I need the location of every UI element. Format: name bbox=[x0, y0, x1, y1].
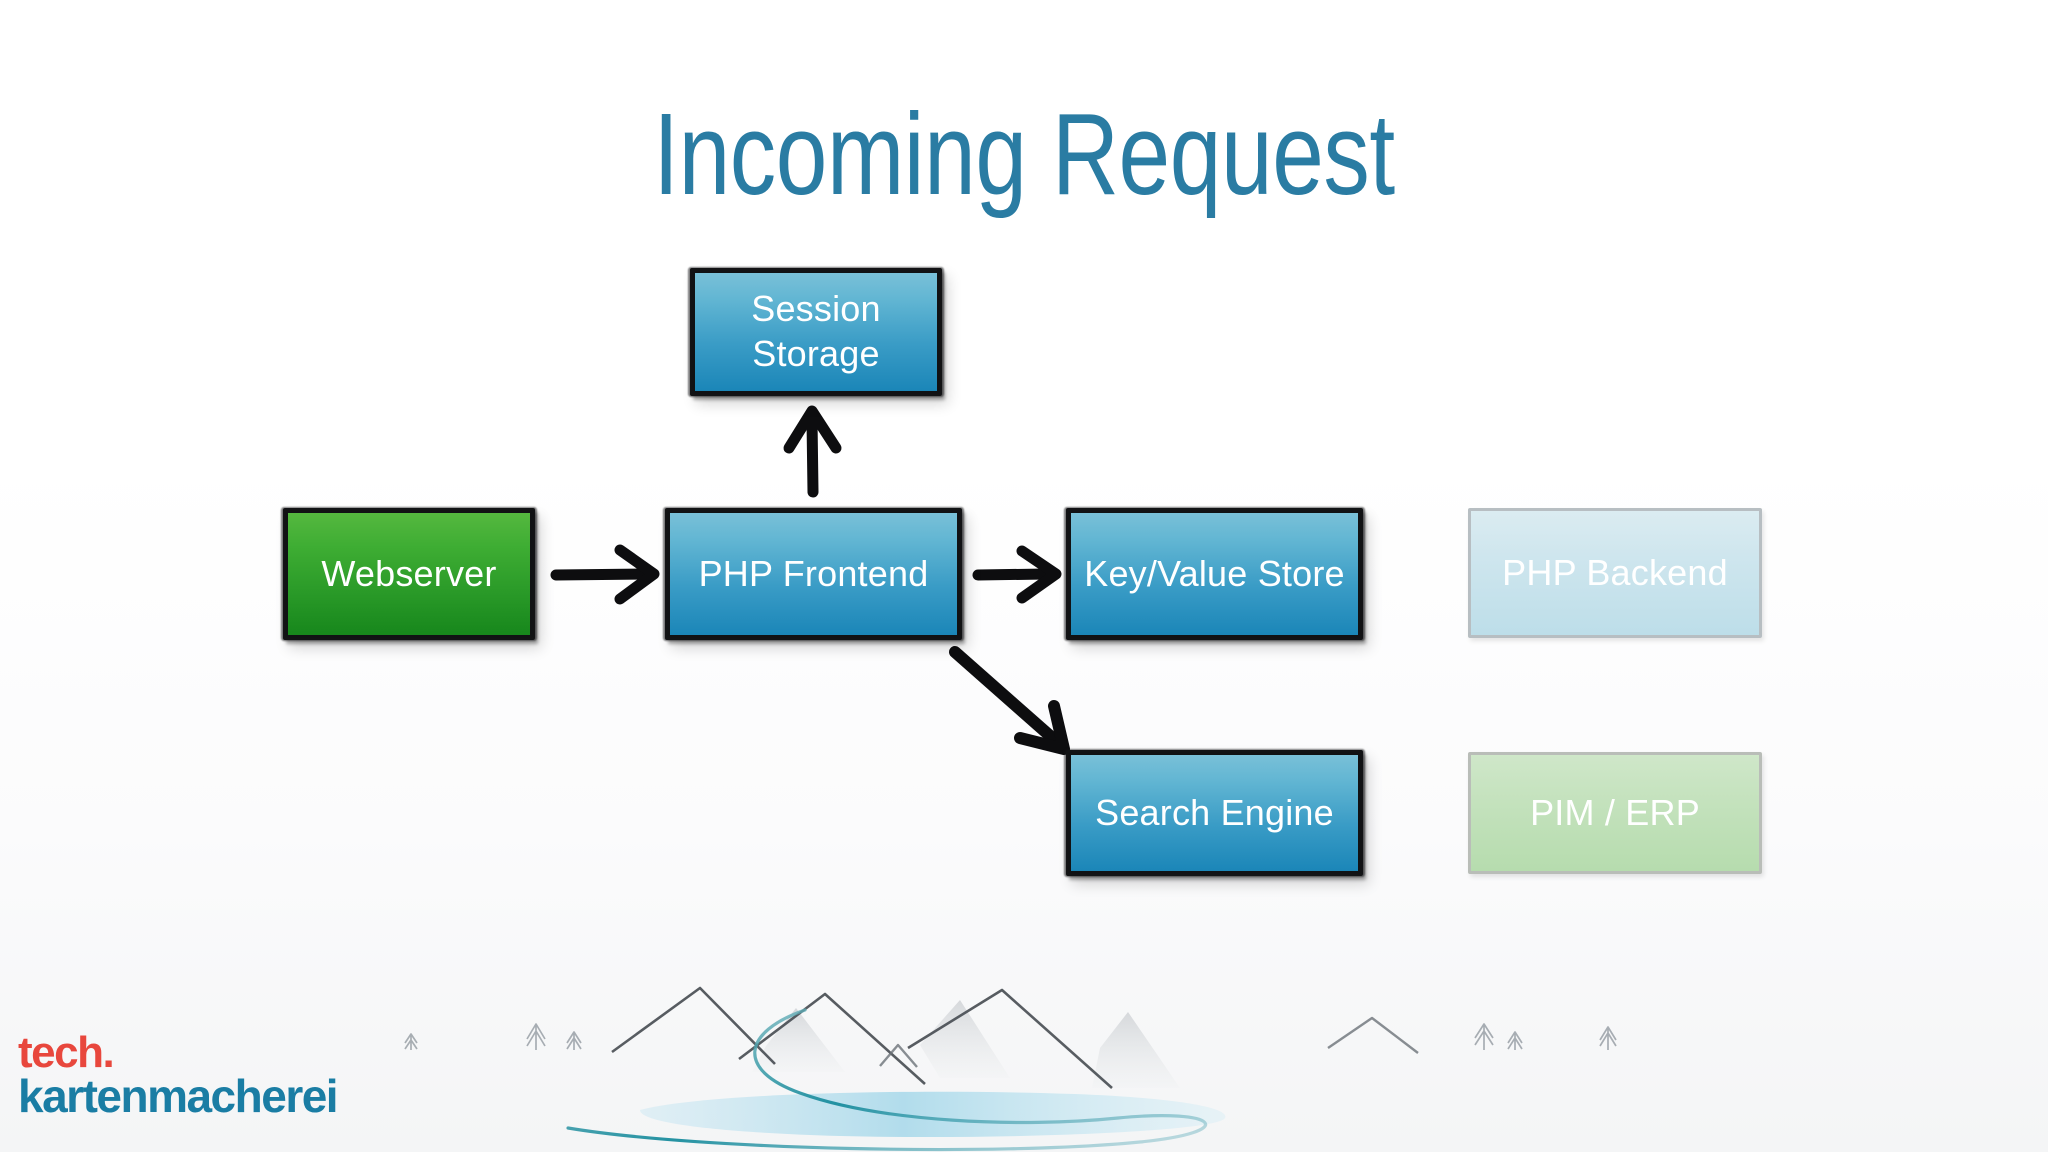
arrow-webserver-to-php-frontend bbox=[550, 544, 660, 605]
brand-logo-line-kartenmacherei: kartenmacherei bbox=[18, 1070, 339, 1123]
node-session-storage-label-line1: Session bbox=[751, 288, 881, 330]
lake-shape bbox=[640, 1091, 1226, 1138]
node-session-storage[interactable]: Session Storage bbox=[690, 268, 942, 396]
mountain-peaks bbox=[611, 986, 1113, 1089]
slide-title: Incoming Request bbox=[653, 89, 1395, 219]
arrow-php-frontend-to-search-engine bbox=[949, 646, 1070, 755]
mountain-peak-small bbox=[879, 1016, 1419, 1068]
node-key-value-store-label: Key/Value Store bbox=[1084, 552, 1345, 594]
node-php-backend[interactable]: PHP Backend bbox=[1468, 508, 1762, 638]
node-session-storage-label-line2: Storage bbox=[752, 333, 880, 374]
brand-logo-line-tech: tech. bbox=[18, 1028, 115, 1077]
node-webserver-label: Webserver bbox=[321, 552, 497, 594]
node-webserver[interactable]: Webserver bbox=[283, 508, 535, 640]
node-php-frontend[interactable]: PHP Frontend bbox=[665, 508, 962, 640]
node-session-storage-label: Session Storage bbox=[751, 287, 880, 376]
mountain-shading bbox=[752, 1000, 1180, 1088]
node-pim-erp-label: PIM / ERP bbox=[1530, 791, 1700, 833]
arrow-php-frontend-to-kv-store bbox=[972, 545, 1062, 604]
node-key-value-store[interactable]: Key/Value Store bbox=[1066, 508, 1363, 640]
brand-logo: tech. kartenmacherei bbox=[18, 1028, 438, 1123]
node-search-engine-label: Search Engine bbox=[1095, 791, 1334, 833]
node-pim-erp[interactable]: PIM / ERP bbox=[1468, 752, 1762, 874]
node-php-backend-label: PHP Backend bbox=[1502, 551, 1728, 593]
node-search-engine[interactable]: Search Engine bbox=[1066, 750, 1363, 876]
node-php-frontend-label: PHP Frontend bbox=[698, 552, 929, 594]
swoosh-curve bbox=[566, 1008, 1208, 1152]
tree-cluster-right bbox=[1474, 1023, 1617, 1050]
arrow-php-frontend-to-session-storage bbox=[783, 405, 842, 498]
